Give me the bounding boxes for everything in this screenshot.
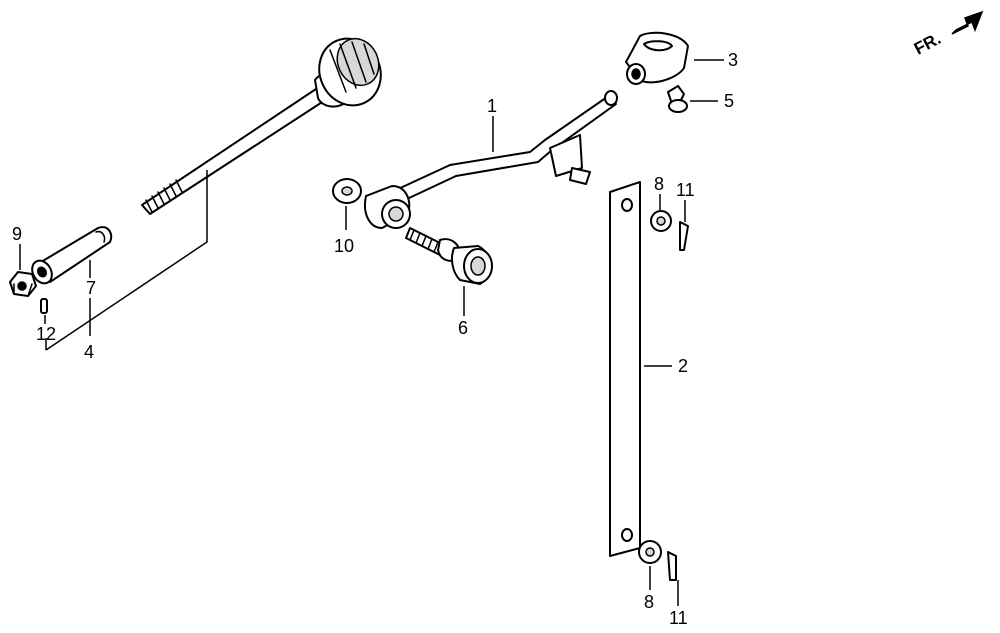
callout-11-bottom: 11	[669, 608, 688, 628]
part-5-bolt	[667, 85, 688, 113]
part-6-bolt	[405, 227, 493, 285]
callout-4: 4	[84, 342, 94, 362]
callout-12: 12	[36, 324, 56, 344]
front-direction-indicator: FR.	[911, 10, 984, 59]
part-12-pin	[40, 298, 48, 314]
rod-threads	[145, 179, 183, 213]
callout-8-bottom: 8	[644, 592, 654, 612]
callout-8-top: 8	[654, 174, 664, 194]
leader-lines	[19, 59, 724, 606]
part-11-cotter-pin-bottom	[667, 551, 677, 581]
arrow-right-up-icon	[951, 10, 984, 35]
part-8-washer-bottom	[638, 540, 662, 564]
callout-9: 9	[12, 224, 22, 244]
callout-6: 6	[458, 318, 468, 338]
part-2-link-plate	[609, 181, 641, 557]
front-direction-label: FR.	[911, 29, 944, 59]
callout-2: 2	[678, 356, 688, 376]
part-7-sleeve	[31, 226, 113, 285]
callout-3: 3	[728, 50, 738, 70]
callout-labels: 1 2 3 4 5 6 7 8 8 9 10 11 11 12	[12, 50, 738, 628]
part-9-nut	[9, 271, 37, 297]
part-11-cotter-pin-top	[679, 221, 689, 251]
callout-10: 10	[334, 236, 354, 256]
callout-5: 5	[724, 91, 734, 111]
callout-1: 1	[487, 96, 497, 116]
part-10-washer	[332, 178, 362, 204]
part-4-knob-rod	[141, 37, 382, 215]
part-3-joint	[625, 31, 689, 85]
callout-11-top: 11	[676, 180, 695, 200]
callout-7: 7	[86, 278, 96, 298]
part-8-washer-top	[650, 210, 672, 232]
part-1-lever	[364, 90, 618, 229]
